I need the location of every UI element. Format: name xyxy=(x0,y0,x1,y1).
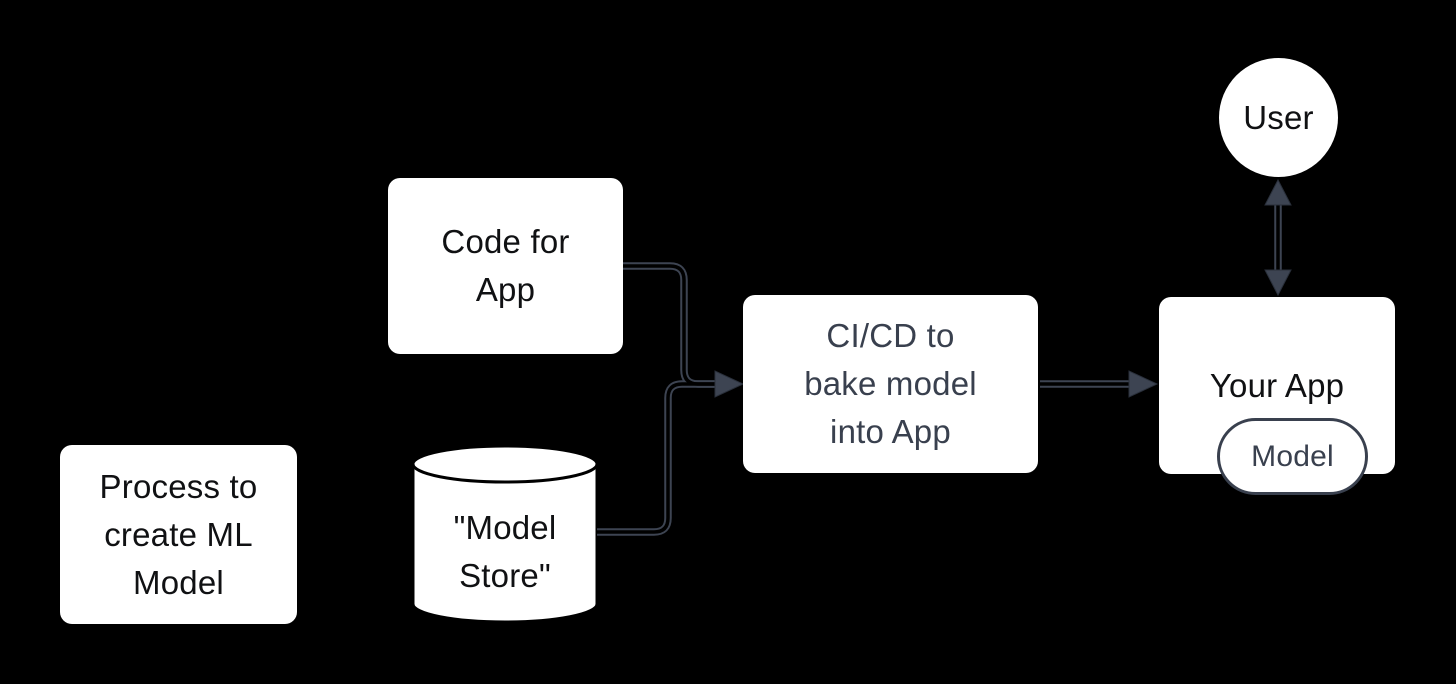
arrowhead-into-app xyxy=(1128,370,1159,398)
node-model-store-label: "Model Store" xyxy=(413,482,597,622)
node-code-for-app: Code for App xyxy=(388,178,623,354)
arrowhead-up-to-user xyxy=(1264,178,1292,206)
arrowhead-into-cicd xyxy=(714,370,745,398)
model-pill-label: Model xyxy=(1251,439,1334,473)
node-process-to-create-ml-model: Process to create ML Model xyxy=(60,445,297,624)
edge-store-to-cicd xyxy=(597,380,716,536)
node-model-pill: Model xyxy=(1217,418,1368,495)
arrowhead-down-to-app xyxy=(1264,269,1292,297)
cicd-label: CI/CD to bake model into App xyxy=(804,317,977,450)
your-app-label: Your App xyxy=(1209,366,1345,404)
user-label: User xyxy=(1243,98,1314,136)
node-cicd-bake-model: CI/CD to bake model into App xyxy=(743,295,1038,473)
edge-store-to-cicd-core xyxy=(597,382,716,534)
model-store-cylinder xyxy=(411,444,599,624)
process-label: Process to create ML Model xyxy=(99,467,258,601)
edge-code-to-cicd xyxy=(623,262,716,388)
code-label: Code for App xyxy=(441,223,570,308)
model-store-label: "Model Store" xyxy=(453,509,557,594)
edge-code-to-cicd-core xyxy=(623,264,716,386)
node-user: User xyxy=(1219,58,1338,177)
